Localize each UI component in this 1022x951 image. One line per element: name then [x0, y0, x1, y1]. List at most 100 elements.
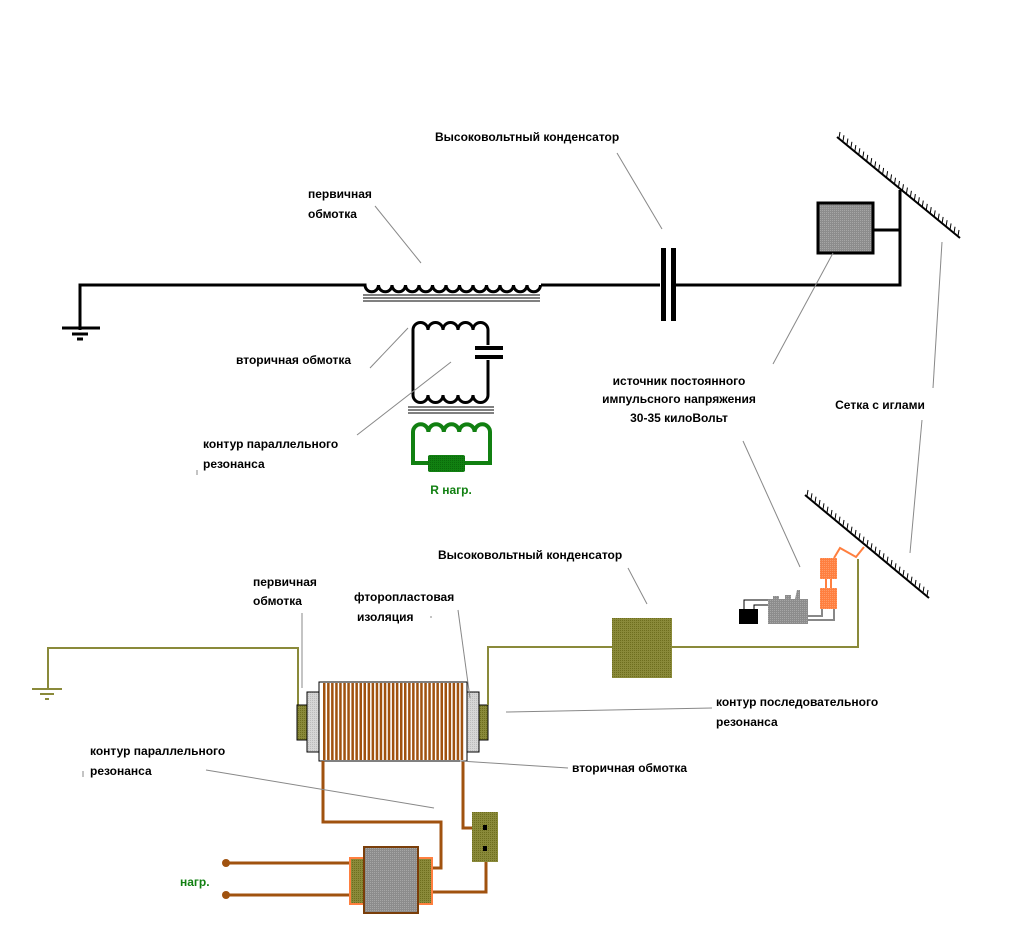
load-terminals	[222, 859, 230, 899]
coil-turn	[347, 683, 350, 760]
load-winding-top	[411, 422, 492, 465]
coil-turn	[379, 683, 383, 760]
coil-turn	[460, 683, 464, 760]
label-load-resistor-top: R нагр.	[430, 483, 472, 497]
transformer-core-2-top	[408, 406, 494, 414]
needle	[862, 536, 865, 543]
needle	[882, 553, 885, 560]
series-wire-bottom	[487, 559, 859, 705]
needle	[941, 216, 944, 224]
needle	[953, 226, 956, 233]
label-parallel-resonance-top-2: резонанса	[203, 457, 265, 471]
secondary-winding-top	[411, 321, 490, 404]
needle	[870, 543, 873, 550]
needle	[850, 526, 853, 533]
coil-turn	[440, 683, 443, 760]
label-load-bottom: нагр.	[180, 875, 210, 889]
needle	[842, 519, 845, 527]
needle	[894, 177, 897, 184]
needle	[810, 493, 813, 500]
coil-turn	[436, 683, 439, 760]
needle	[957, 229, 960, 237]
needle	[842, 135, 845, 142]
needle	[854, 529, 857, 537]
needle	[890, 559, 893, 567]
label-parallel-resonance-bottom-1: контур параллельного	[90, 744, 225, 758]
needle	[937, 213, 940, 220]
coil-turn	[416, 683, 419, 760]
leader-lines-bottom	[82, 567, 713, 809]
needle	[886, 171, 889, 178]
dc-source-block-top	[816, 201, 875, 255]
label-source-3: 30-35 килоВольт	[630, 411, 728, 425]
needle	[806, 489, 809, 497]
coil-turn	[444, 683, 447, 760]
needle	[909, 190, 912, 197]
needle	[830, 509, 833, 517]
secondary-coil-turns	[323, 683, 464, 760]
coil-turn	[323, 683, 326, 760]
coil-turn	[359, 683, 362, 760]
coil-turn	[404, 683, 407, 760]
coil-turn	[363, 683, 366, 760]
label-secondary-winding-bottom: вторичная обмотка	[572, 761, 687, 775]
coil-turn	[387, 683, 391, 760]
label-primary-winding-bottom-1: первичная	[253, 575, 317, 589]
label-source-1: источник постоянного	[613, 374, 746, 388]
hv-capacitor-top	[661, 248, 676, 321]
needle	[858, 148, 861, 155]
needle	[922, 586, 925, 593]
coil-turn	[327, 683, 330, 760]
needle-grid-bottom	[804, 489, 930, 599]
needle	[846, 523, 849, 530]
coil-turn	[448, 683, 452, 760]
label-primary-winding-top-1: первичная	[308, 187, 372, 201]
needle	[921, 200, 924, 207]
primary-winding-top	[80, 283, 660, 294]
resonance-capacitor-top	[475, 346, 503, 359]
needle	[890, 174, 893, 181]
label-primary-winding-top-2: обмотка	[308, 207, 357, 221]
ground-symbol-bottom	[32, 647, 299, 705]
ground-symbol-top	[62, 283, 365, 341]
label-secondary-winding-top: вторичная обмотка	[236, 353, 351, 367]
label-hv-capacitor-top: Высоковольтный конденсатор	[435, 130, 619, 144]
label-primary-winding-bottom-2: обмотка	[253, 594, 302, 608]
needle	[822, 503, 825, 510]
load-transformer-core	[363, 846, 419, 914]
needle-grid-top	[836, 131, 961, 239]
coil-turn	[355, 683, 358, 760]
needle	[914, 579, 917, 587]
needle	[906, 573, 909, 580]
label-parallel-resonance-bottom-2: резонанса	[90, 764, 152, 778]
primary-winding-left	[296, 704, 308, 741]
needle	[874, 161, 877, 168]
coil-turn	[452, 683, 456, 760]
needle	[874, 546, 877, 553]
needle	[866, 539, 869, 547]
label-hv-capacitor-bottom: Высоковольтный конденсатор	[438, 548, 622, 562]
coil-turn	[335, 683, 338, 760]
spark-gap	[820, 546, 865, 609]
needle	[818, 499, 821, 507]
top-schematic: Высоковольтный конденсатор первичная обм…	[62, 130, 961, 568]
coil-turn	[432, 683, 435, 760]
coil-turn	[412, 683, 415, 760]
needle	[894, 563, 897, 570]
needle	[918, 583, 921, 590]
needle	[826, 506, 829, 513]
transformer-core-top	[363, 294, 540, 302]
coil-turn	[331, 683, 334, 760]
needle	[834, 513, 837, 520]
needle	[838, 131, 841, 139]
label-series-resonance-1: контур последовательного	[716, 695, 878, 709]
label-ptfe-insulation-1: фторопластовая	[354, 590, 454, 604]
coil-turn	[383, 683, 387, 760]
needle	[838, 516, 841, 523]
needle	[913, 193, 916, 201]
terminal-1	[483, 825, 487, 830]
coil-turn	[395, 683, 399, 760]
coil-turn	[408, 683, 411, 760]
terminal-block	[472, 812, 498, 862]
